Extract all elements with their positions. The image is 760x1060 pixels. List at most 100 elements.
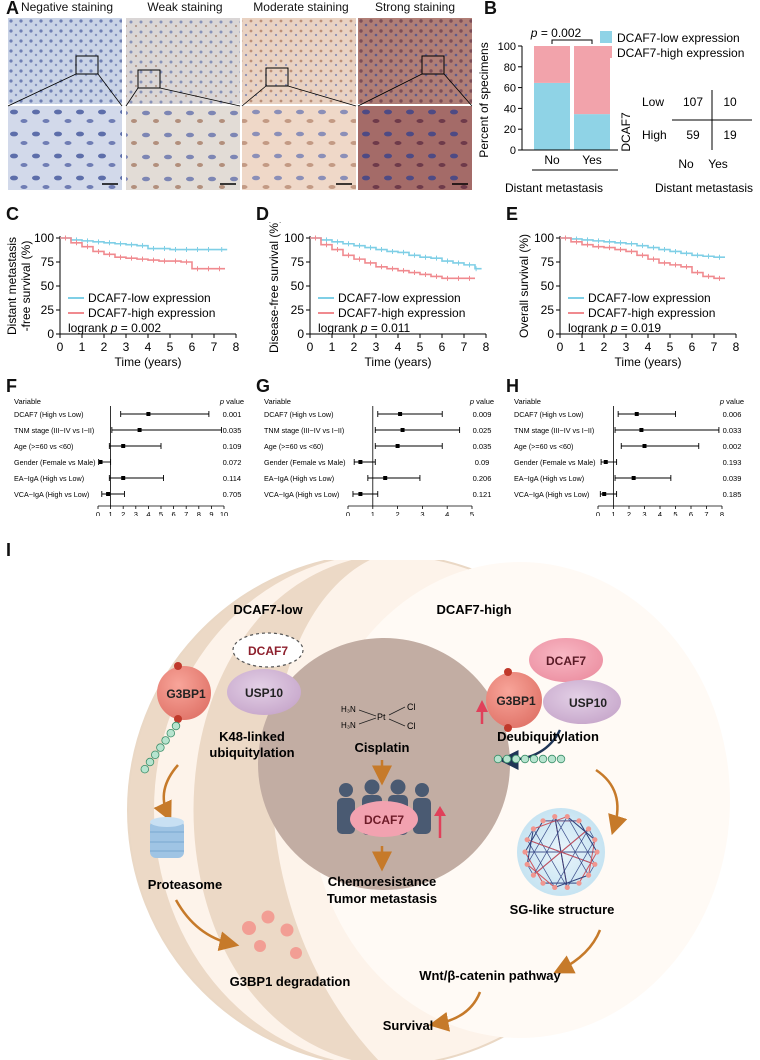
km-curve-high (60, 237, 225, 270)
km-ytick-label: 50 (541, 279, 555, 293)
fp-xtick-label: 2 (396, 510, 400, 516)
km-xtick-label: 8 (233, 340, 240, 354)
sg-node (576, 818, 582, 824)
sg-node (592, 837, 598, 843)
micrograph-moderate-low-mag (242, 18, 356, 104)
km-logrank: logrank p = 0.002 (68, 321, 161, 335)
ihc-micrograph-grid (8, 18, 472, 190)
b-pvalue: p = 0.002 (530, 26, 582, 40)
fp-row-pvalue: 0.035 (473, 442, 492, 451)
fp-point (395, 444, 400, 448)
degraded-fragments-icon (242, 910, 302, 959)
i-survival: Survival (383, 1018, 434, 1033)
km-legend-low: DCAF7-low expression (588, 291, 711, 305)
b-bar-yes-0 (574, 114, 610, 150)
sg-node (540, 880, 546, 886)
i-cl-bottom: Cl (407, 721, 416, 731)
sg-node (530, 826, 537, 832)
fp-row-pvalue: 0.705 (223, 490, 242, 499)
i-cisplatin: Cisplatin (355, 740, 410, 755)
fp-row-pvalue: 0.033 (723, 426, 742, 435)
km-ytick-label: 25 (291, 303, 305, 317)
sg-link (554, 828, 589, 888)
km-legend-high: DCAF7-high expression (88, 306, 215, 320)
fp-xtick-label: 3 (642, 510, 646, 516)
proteasome-icon (150, 817, 184, 858)
zoom-box-weak (137, 69, 161, 89)
km-xtick-label: 1 (579, 340, 586, 354)
fp-xtick-label: 6 (689, 510, 693, 516)
sg-link (526, 828, 534, 865)
stain-label-moderate: Moderate staining (253, 0, 349, 14)
b-table-low-no: 107 (683, 95, 703, 109)
sg-node (585, 872, 592, 878)
usp10-left (227, 669, 301, 715)
fp-xtick-label: 5 (470, 510, 474, 516)
panel-i-mechanism-diagram: DCAF7-low DCAF7-high DCAF7 G3BP1 USP10 K… (127, 560, 730, 1060)
fp-variable-header: Variable (14, 397, 41, 406)
km-ytick-label: 100 (534, 231, 554, 245)
i-cl-top: Cl (407, 702, 416, 712)
b-legend-swatch-high (600, 46, 612, 58)
km-xtick-label: 3 (123, 340, 130, 354)
km-xtick-label: 8 (483, 340, 490, 354)
km-xtick-label: 1 (79, 340, 86, 354)
micrograph-negative-low-mag (8, 18, 122, 104)
km-xlabel: Time (years) (365, 355, 432, 369)
b-ytick-label: 80 (504, 62, 516, 74)
i-low-title: DCAF7-low (233, 602, 303, 617)
km-xtick-label: 1 (329, 340, 336, 354)
km-xtick-label: 4 (145, 340, 152, 354)
fp-row-label: EA~IgA (High vs Low) (14, 474, 84, 483)
ubiquitin-bead-left (156, 743, 165, 752)
zoom-box-negative (75, 55, 99, 75)
i-usp10-left-label: USP10 (245, 686, 283, 700)
fp-xtick-label: 5 (159, 510, 163, 516)
fp-point (121, 476, 126, 480)
b-table-col-no: No (678, 157, 694, 171)
panel-letter-c: C (6, 204, 19, 224)
dcaf7-absent-dashed (232, 632, 304, 668)
fp-row-pvalue: 0.185 (723, 490, 742, 499)
ubiquitin-bead-left (145, 757, 155, 767)
sg-link (566, 816, 596, 841)
sg-link (533, 816, 568, 830)
b-table-row-title: DCAF7 (619, 112, 633, 152)
fp-row-label: TNM stage (III~IV vs I~II) (14, 426, 94, 435)
ubiquitin-bead-left (161, 736, 170, 745)
fp-row-label: Gender (Female vs Male) (264, 458, 345, 467)
km-legend-high: DCAF7-high expression (588, 306, 715, 320)
fp-xtick-label: 7 (184, 510, 188, 516)
fp-row-label: Age (>=60 vs <60) (514, 442, 573, 451)
i-dcaf7-center-label: DCAF7 (364, 813, 404, 827)
i-deubiq: Deubiquitylation (497, 729, 599, 744)
micrograph-moderate-high-mag (242, 106, 356, 190)
fp-point (398, 412, 403, 416)
b-table-row-high: High (642, 128, 667, 142)
fp-xtick-label: 9 (209, 510, 213, 516)
fp-xtick-label: 8 (197, 510, 201, 516)
fp-point (642, 444, 647, 448)
ubiquitin-bead-left (140, 765, 149, 774)
b-table-high-no: 59 (686, 128, 700, 142)
fp-variable-header: Variable (514, 397, 541, 406)
km-ytick-label: 100 (34, 231, 54, 245)
fp-xtick-label: 0 (96, 510, 100, 516)
fp-row-label: VCA~IgA (High vs Low) (14, 490, 89, 499)
fp-point (602, 492, 607, 496)
fp-point (121, 444, 126, 448)
cisplatin-structure: H₃N H₃N Pt Cl Cl (341, 702, 416, 731)
km-ylabel: Overall survival (%) (517, 234, 531, 338)
km-xtick-label: 4 (645, 340, 652, 354)
km-xtick-label: 0 (57, 340, 64, 354)
fp-point (106, 492, 111, 496)
km-ytick-label: 50 (41, 279, 55, 293)
fp-row-pvalue: 0.002 (723, 442, 742, 451)
sg-link (578, 820, 598, 853)
sg-node (552, 813, 558, 820)
sg-link (526, 839, 556, 888)
